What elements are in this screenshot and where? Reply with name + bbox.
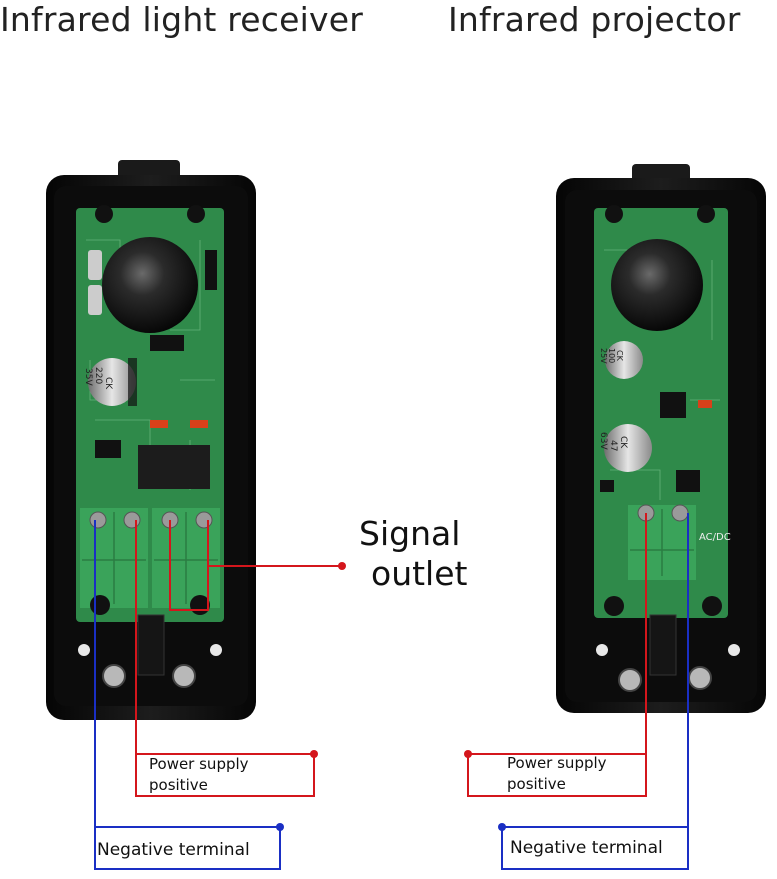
receiver-negative-label: Negative terminal bbox=[97, 840, 250, 860]
svg-text:CK: CK bbox=[103, 377, 113, 390]
receiver-relay bbox=[138, 445, 210, 489]
projector-negative-label: Negative terminal bbox=[510, 838, 663, 858]
projector-capacitor-large bbox=[604, 424, 652, 472]
projector-device: CK 100 25V CK 47 63V AC/DC bbox=[556, 164, 766, 713]
receiver-mount-hole bbox=[187, 205, 205, 223]
signal-outlet-line2: outlet bbox=[371, 554, 468, 593]
signal-outlet-label: Signal outlet bbox=[359, 514, 467, 594]
receiver-screw bbox=[172, 664, 196, 688]
projector-power-line1: Power supply bbox=[507, 754, 607, 772]
receiver-title: Infrared light receiver bbox=[0, 0, 364, 39]
svg-text:47: 47 bbox=[608, 440, 618, 451]
svg-text:220: 220 bbox=[93, 367, 103, 384]
projector-positive-wire bbox=[467, 513, 647, 797]
svg-text:100: 100 bbox=[607, 348, 616, 363]
receiver-negative-endpoint bbox=[276, 823, 284, 831]
receiver-mount-hole bbox=[95, 205, 113, 223]
signal-wire bbox=[169, 520, 342, 611]
receiver-sensor-lens bbox=[102, 237, 198, 333]
projector-negative-wire bbox=[501, 513, 689, 870]
receiver-power-label: Power supply positive bbox=[149, 754, 249, 796]
svg-text:CK: CK bbox=[615, 350, 624, 362]
signal-outlet-line1: Signal bbox=[359, 514, 461, 553]
projector-positive-endpoint bbox=[464, 750, 472, 758]
svg-text:63V: 63V bbox=[598, 432, 608, 450]
signal-wire-endpoint bbox=[338, 562, 346, 570]
receiver-power-line2: positive bbox=[149, 776, 208, 794]
ac-dc-marking: AC/DC bbox=[699, 532, 731, 543]
projector-screw bbox=[618, 668, 642, 692]
receiver-negative-wire bbox=[94, 520, 281, 870]
receiver-power-line1: Power supply bbox=[149, 755, 249, 773]
projector-power-label: Power supply positive bbox=[507, 753, 607, 795]
projector-ic bbox=[660, 392, 686, 418]
projector-capacitor-small bbox=[605, 341, 643, 379]
receiver-screw bbox=[102, 664, 126, 688]
projector-title: Infrared projector bbox=[448, 0, 741, 39]
projector-power-line2: positive bbox=[507, 775, 566, 793]
projector-emitter-lens bbox=[611, 239, 703, 331]
receiver-positive-endpoint bbox=[310, 750, 318, 758]
svg-text:35V: 35V bbox=[83, 368, 93, 386]
svg-text:25V: 25V bbox=[599, 348, 608, 364]
receiver-capacitor bbox=[88, 358, 136, 406]
projector-negative-endpoint bbox=[498, 823, 506, 831]
receiver-device: CK 220 35V bbox=[46, 160, 256, 720]
svg-text:CK: CK bbox=[618, 436, 628, 449]
projector-screw bbox=[688, 666, 712, 690]
receiver-positive-wire bbox=[135, 520, 315, 797]
